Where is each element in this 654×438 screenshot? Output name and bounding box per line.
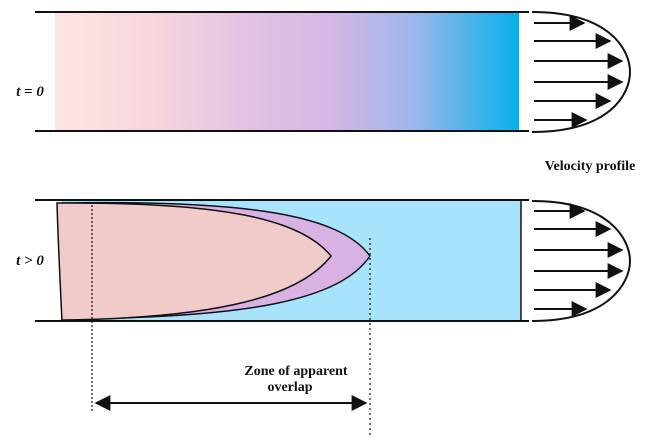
top-panel: t = 0 <box>16 11 529 132</box>
overlap-zone-annotation: Zone of apparent overlap <box>91 205 371 438</box>
top-time-label: t = 0 <box>16 84 44 100</box>
bottom-profile-curve <box>531 200 632 322</box>
top-profile-curve <box>531 11 632 133</box>
bottom-time-label: t > 0 <box>16 253 44 269</box>
bottom-velocity-profile <box>531 200 632 322</box>
top-velocity-profile <box>531 11 632 133</box>
top-pipe-gradient-fill <box>55 12 519 131</box>
bottom-panel: t > 0 <box>16 199 529 322</box>
zone-label-line2: overlap <box>267 380 312 395</box>
zone-label-line1: Zone of apparent <box>244 364 348 379</box>
pink-fluid-region <box>56 202 332 322</box>
velocity-profile-label: Velocity profile <box>545 159 636 174</box>
